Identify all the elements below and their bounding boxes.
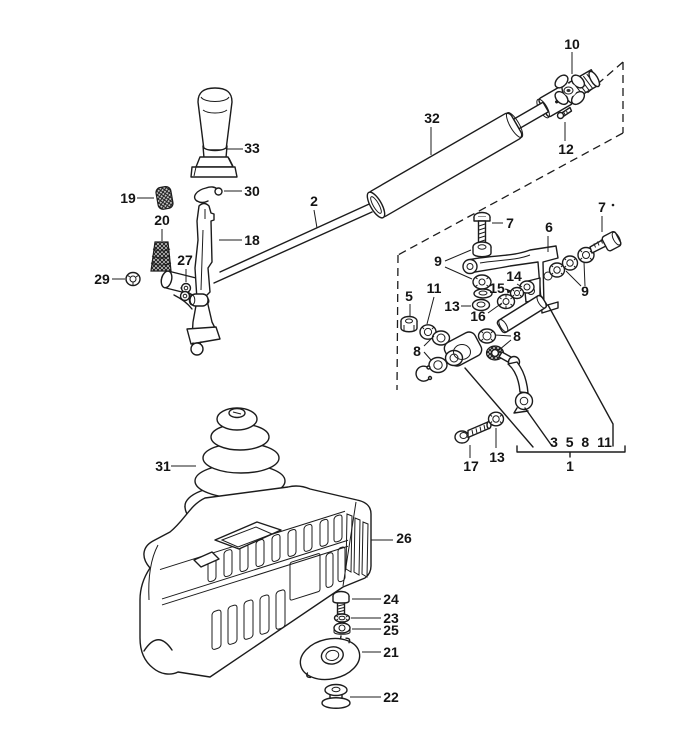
part-23-lock-washer — [335, 614, 350, 622]
part-13-nut-lower — [489, 412, 504, 426]
part-label-11: 11 — [427, 280, 442, 296]
part-10-joint-star — [553, 73, 587, 107]
part-label-19: 19 — [120, 190, 136, 206]
part-13-washer-upper — [473, 300, 490, 311]
part-label-21: 21 — [383, 644, 399, 660]
part-label-18: 18 — [244, 232, 260, 248]
part-pivot-pin — [496, 294, 548, 333]
part-label-27: 27 — [177, 252, 193, 268]
part-label-26: 26 — [396, 530, 412, 546]
part-15-lock-washer — [511, 288, 524, 299]
console-arch-cutout — [144, 640, 172, 651]
part-18-shift-lever — [187, 204, 220, 356]
part-label-32: 32 — [424, 110, 440, 126]
part-label-13-upper: 13 — [444, 298, 460, 314]
part-label-13-lower: 13 — [489, 449, 505, 465]
part-label-12: 12 — [558, 141, 574, 157]
part-label-10: 10 — [564, 36, 580, 52]
part-25-nut — [334, 623, 350, 634]
part-17-bolt — [455, 422, 491, 444]
part-label-30: 30 — [244, 183, 260, 199]
part-8-ring-left-upper — [433, 331, 450, 345]
part-label-2: 2 — [310, 193, 318, 209]
part-7-screw-right — [590, 230, 623, 253]
console-slots — [160, 510, 348, 666]
part-12-pin-bolt — [558, 108, 572, 119]
part-8-ring-right-upper — [479, 329, 496, 343]
assembly-callout-lines — [465, 305, 625, 457]
part-5-nut — [401, 317, 417, 332]
group-callout-label: 3 5 8 11 — [550, 434, 612, 450]
console-shifter-opening — [194, 522, 281, 567]
part-20-knurled-sleeve — [151, 242, 171, 271]
part-8-ring-left-lower — [429, 358, 447, 373]
part-label-14: 14 — [506, 268, 522, 284]
part-label-6: 6 — [545, 219, 553, 235]
part-9-castle-nut — [473, 275, 491, 289]
part-label-17: 17 — [463, 458, 479, 474]
part-16-lock-washer — [498, 295, 515, 309]
part-33-gear-knob — [191, 88, 237, 177]
part-7-bolt-left — [474, 213, 490, 244]
part-label-23: 23 — [383, 610, 399, 626]
part-label-9-left: 9 — [434, 253, 442, 269]
part-29-nut — [126, 273, 140, 286]
part-label-7-right: 7 — [598, 199, 606, 215]
part-21-mount-plate — [296, 633, 363, 685]
part-24-bolt — [333, 592, 349, 615]
part-9-bushing-upper — [473, 242, 491, 257]
part-label-15: 15 — [489, 280, 505, 296]
part-label-5: 5 — [405, 288, 413, 304]
part-label-7-left: 7 — [506, 215, 514, 231]
part-link — [499, 352, 533, 413]
part-14-nut — [520, 281, 534, 293]
assembly-callout-label: 1 — [566, 458, 574, 474]
part-19-knurled-bushing — [155, 186, 174, 210]
part-dished-washer — [474, 289, 492, 298]
part-label-31: 31 — [155, 458, 171, 474]
part-label-8-right: 8 — [513, 328, 521, 344]
part-label-29: 29 — [94, 271, 110, 287]
linkage-detail-cluster — [401, 213, 623, 444]
part-label-33: 33 — [244, 140, 260, 156]
part-label-20: 20 — [154, 212, 170, 228]
part-label-16: 16 — [470, 308, 486, 324]
part-30-spring-clip — [195, 187, 222, 203]
part-label-24: 24 — [383, 591, 399, 607]
part-9-washers-right — [550, 248, 595, 278]
part-label-8-left: 8 — [413, 343, 421, 359]
console-end-slots — [346, 514, 368, 577]
part-22-grommet-nut — [322, 685, 350, 709]
label-leader-lines — [112, 52, 615, 697]
part-label-22: 22 — [383, 689, 399, 705]
part-27-fastener — [181, 284, 191, 301]
part-label-9-right: 9 — [581, 283, 589, 299]
part-label-25: 25 — [383, 622, 399, 638]
part-labels: 10 12 32 2 33 30 19 20 18 27 29 7 6 7 9 … — [94, 36, 612, 705]
part-c-clip — [416, 366, 431, 381]
part-26-console-housing — [140, 486, 371, 677]
part-main-bushing — [442, 330, 484, 369]
